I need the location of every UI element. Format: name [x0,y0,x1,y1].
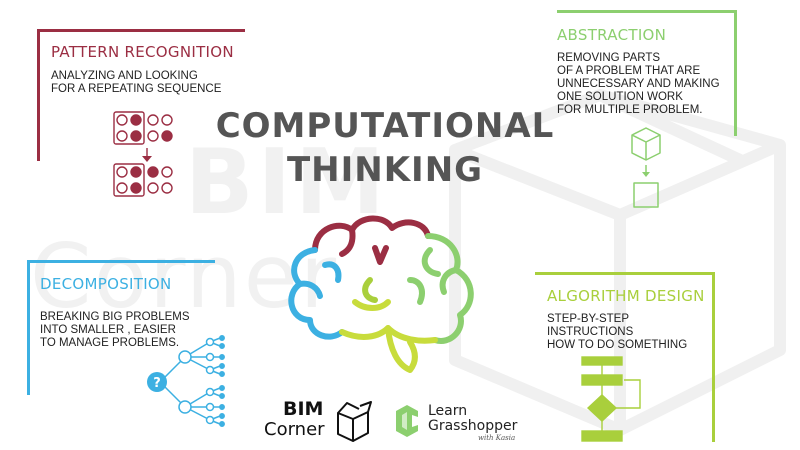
watermark-corner: Corner [30,225,339,328]
page-title: COMPUTATIONAL THINKING [200,104,570,192]
decomposition-title: DECOMPOSITION [40,275,172,293]
dot-grid-icon [113,111,173,197]
brain-icon [288,215,474,373]
abstraction-bracket [557,10,737,136]
algorithm-title: ALGORITHM DESIGN [547,287,705,305]
grasshopper-icon [396,405,418,437]
learn-grasshopper-tagline: with Kasia [478,434,516,442]
flowchart-icon [581,356,641,442]
abstraction-description: REMOVING PARTS OF A PROBLEM THAT ARE UNN… [557,52,720,116]
title-line-1: COMPUTATIONAL [215,106,555,146]
cube-to-square-icon [631,127,661,208]
open-box-icon [337,401,372,442]
question-circle-icon [147,372,167,392]
tree-icon: ? [147,335,225,427]
bim-corner-logo-line-1: BIM [283,398,324,420]
decomposition-bracket [27,260,215,395]
pattern-title: PATTERN RECOGNITION [51,43,234,61]
question-mark: ? [153,376,161,391]
decomposition-description: BREAKING BIG PROBLEMS INTO SMALLER , EAS… [40,311,190,349]
algorithm-description: STEP-BY-STEP INSTRUCTIONS HOW TO DO SOME… [547,313,688,351]
abstraction-title: ABSTRACTION [557,26,667,44]
pattern-description: ANALYZING AND LOOKING FOR A REPEATING SE… [51,70,222,95]
watermark-bim: BIM [185,130,389,235]
pattern-bracket [37,29,245,161]
learn-grasshopper-line-2: Grasshopper [428,418,518,434]
bim-corner-logo-line-2: Corner [264,419,325,440]
learn-grasshopper-line-1: Learn [428,403,468,419]
title-line-2: THINKING [286,150,484,190]
algorithm-bracket [535,272,715,442]
